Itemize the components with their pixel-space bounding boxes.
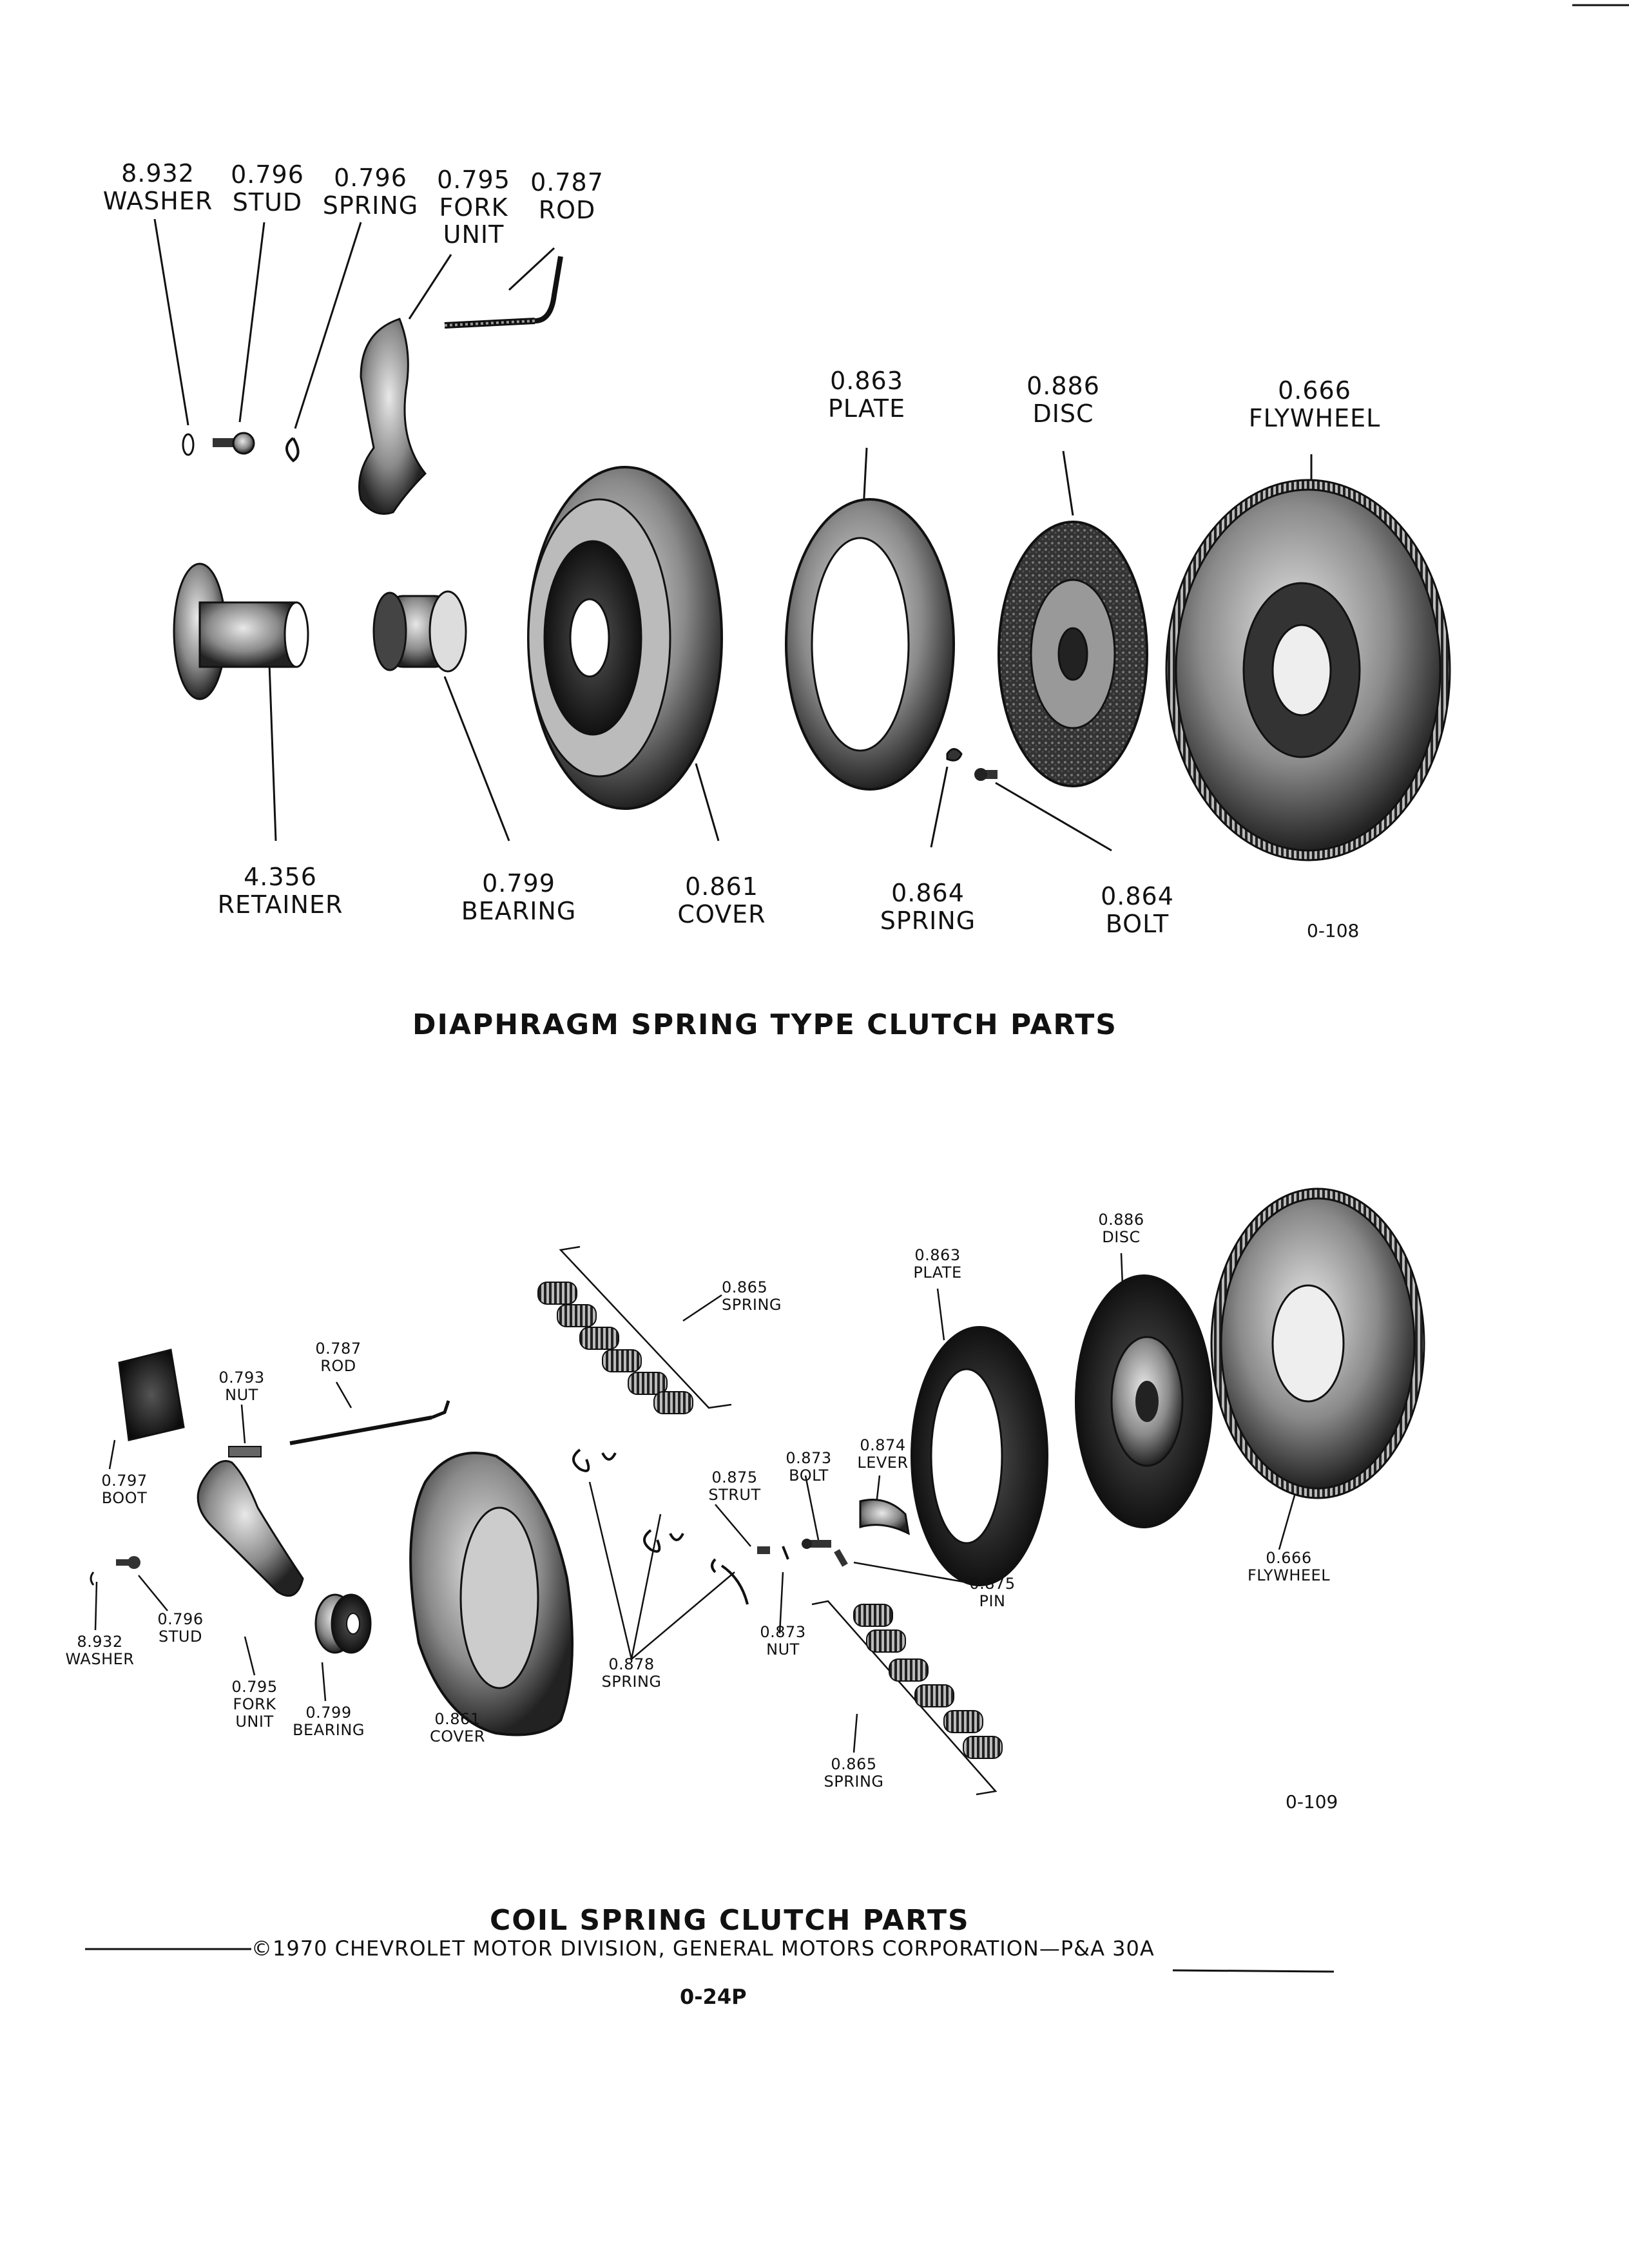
stud-bottom-shape — [116, 1556, 140, 1569]
top-figure-parts — [153, 218, 1313, 852]
release-spring-3 — [711, 1558, 749, 1605]
cover-bottom-shape — [409, 1452, 574, 1736]
stud-shape — [213, 432, 255, 455]
release-spring-1 — [572, 1448, 617, 1472]
plate-bottom-shape — [911, 1326, 1048, 1586]
lever-shape — [859, 1499, 910, 1535]
rod-shape — [444, 256, 563, 329]
title-bottom: COIL SPRING CLUTCH PARTS — [490, 1904, 970, 1937]
washer-shape — [182, 433, 195, 456]
cover-shape — [527, 466, 723, 810]
bolt-bottom-shape — [802, 1539, 831, 1549]
figure-number-top: 0-108 — [1307, 920, 1360, 941]
title-top: DIAPHRAGM SPRING TYPE CLUTCH PARTS — [412, 1008, 1117, 1041]
disc-shape — [998, 521, 1148, 787]
pin-shape — [834, 1549, 848, 1567]
flywheel-bottom-shape — [1210, 1187, 1425, 1499]
plate-shape — [785, 498, 955, 791]
nut-bottom-shape — [782, 1546, 789, 1560]
strut-shape — [757, 1546, 770, 1554]
small-spring-shape — [946, 748, 963, 762]
coil-springs-top — [537, 1282, 693, 1414]
release-spring-2 — [643, 1529, 684, 1553]
nut-rod-shape — [228, 1400, 450, 1457]
flywheel-shape — [1165, 479, 1451, 861]
figure-number-bottom: 0-109 — [1286, 1791, 1338, 1812]
copyright-footer: ©1970 CHEVROLET MOTOR DIVISION, GENERAL … — [251, 1936, 1155, 1961]
retainer-shape — [173, 562, 309, 700]
fork-unit-bottom-shape — [197, 1460, 304, 1597]
page-number: 0-24P — [680, 1984, 747, 2009]
bottom-figure-leaders — [94, 1245, 1300, 1796]
small-bolt-shape — [974, 768, 998, 781]
fork-unit-shape — [358, 318, 427, 515]
spring-clip-shape — [285, 437, 300, 463]
coil-springs-bottom — [853, 1604, 1003, 1759]
boot-shape — [118, 1349, 185, 1441]
bearing-bottom-shape — [314, 1593, 372, 1654]
disc-bottom-shape — [1075, 1274, 1213, 1528]
washer-bottom-shape — [90, 1571, 95, 1586]
bearing-shape — [372, 590, 467, 673]
footer-rule-right — [1172, 1969, 1335, 1973]
